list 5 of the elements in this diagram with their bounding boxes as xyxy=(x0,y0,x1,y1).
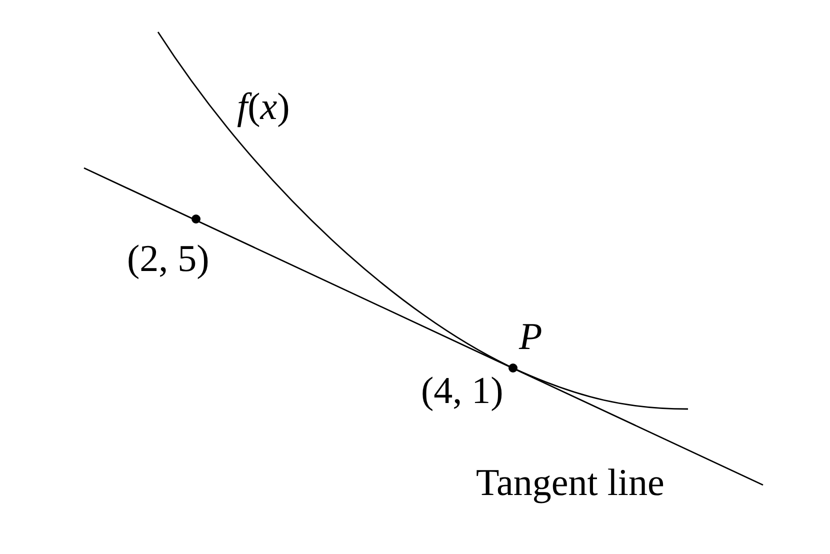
point-label: Tangent line xyxy=(476,464,664,502)
point-label: P xyxy=(519,318,542,356)
point-label: (4, 1) xyxy=(421,372,504,410)
point-label: (2, 5) xyxy=(127,240,210,278)
point-label: f(x) xyxy=(237,88,290,126)
